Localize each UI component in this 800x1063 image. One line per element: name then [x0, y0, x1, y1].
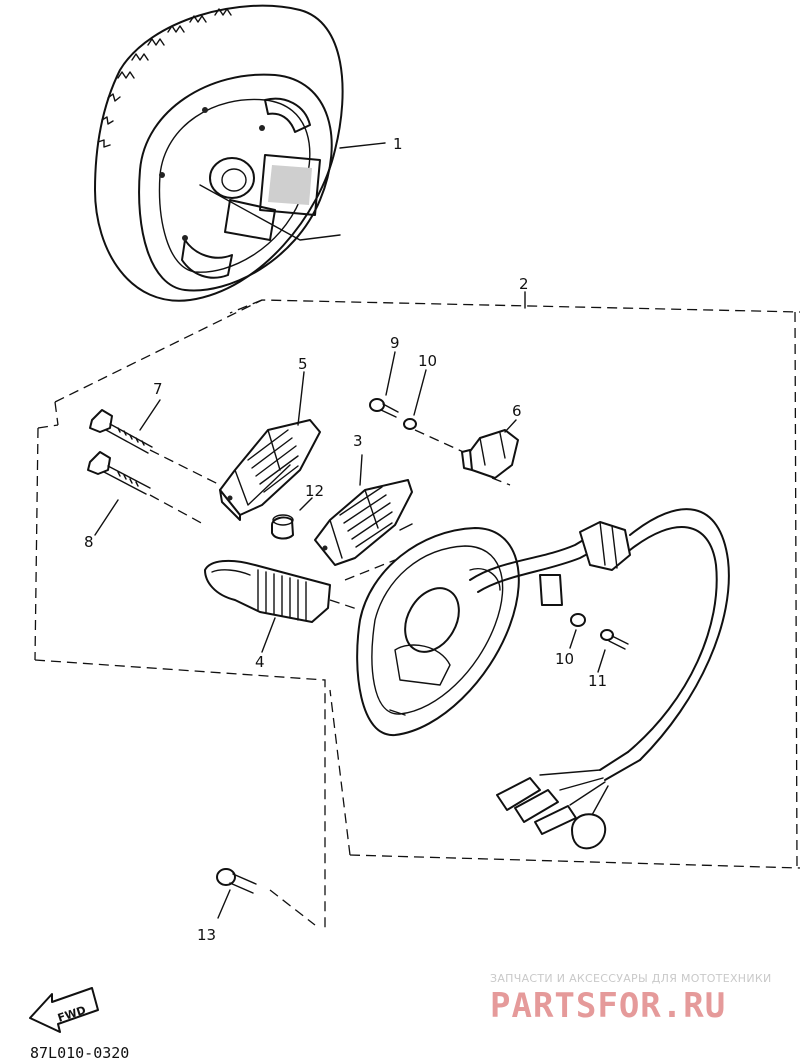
callout-1: 1	[393, 135, 403, 153]
clamp-6	[461, 419, 519, 486]
callout-4: 4	[255, 653, 265, 671]
bolt-8	[87, 451, 206, 536]
collar-12	[271, 497, 313, 540]
watermark-tagline: ЗАПЧАСТИ И АКСЕССУАРЫ ДЛЯ МОТОТЕХНИКИ	[490, 972, 772, 985]
bolt-7	[89, 399, 221, 486]
screw-9	[369, 351, 399, 418]
screw-11	[597, 629, 629, 673]
bolt-13	[216, 868, 257, 919]
coil-4	[204, 559, 361, 653]
callout-3: 3	[353, 432, 363, 450]
callout-12: 12	[305, 482, 324, 500]
watermark: ЗАПЧАСТИ И АКСЕССУАРЫ ДЛЯ МОТОТЕХНИКИ PA…	[490, 972, 772, 1026]
callout-11: 11	[588, 672, 607, 690]
callout-8: 8	[84, 533, 94, 551]
callout-10-top: 10	[418, 352, 437, 370]
coil-5	[219, 371, 321, 521]
callout-6: 6	[512, 402, 522, 420]
callout-9: 9	[390, 334, 400, 352]
callout-7: 7	[153, 380, 163, 398]
lead-wire-harness	[496, 508, 730, 850]
washer-10-bottom	[569, 613, 586, 649]
callout-10-bottom: 10	[555, 650, 574, 668]
callout-13: 13	[197, 926, 216, 944]
watermark-logo: PARTSFOR.RU	[490, 986, 726, 1026]
coil-3	[314, 454, 413, 566]
washer-10-top	[403, 369, 471, 456]
diagram-part-code: 87L010-0320	[30, 1044, 129, 1062]
callout-5: 5	[298, 355, 308, 373]
stator-base-plate	[344, 523, 605, 737]
stator-assembly-boundary	[34, 291, 800, 930]
flywheel-rotor	[94, 4, 386, 302]
callout-labels: 1 2 3 4 5 6 7 8 9 10 10 11 12 13	[84, 135, 607, 944]
callout-2: 2	[519, 275, 529, 293]
forward-direction-arrow: FWD	[29, 987, 99, 1033]
